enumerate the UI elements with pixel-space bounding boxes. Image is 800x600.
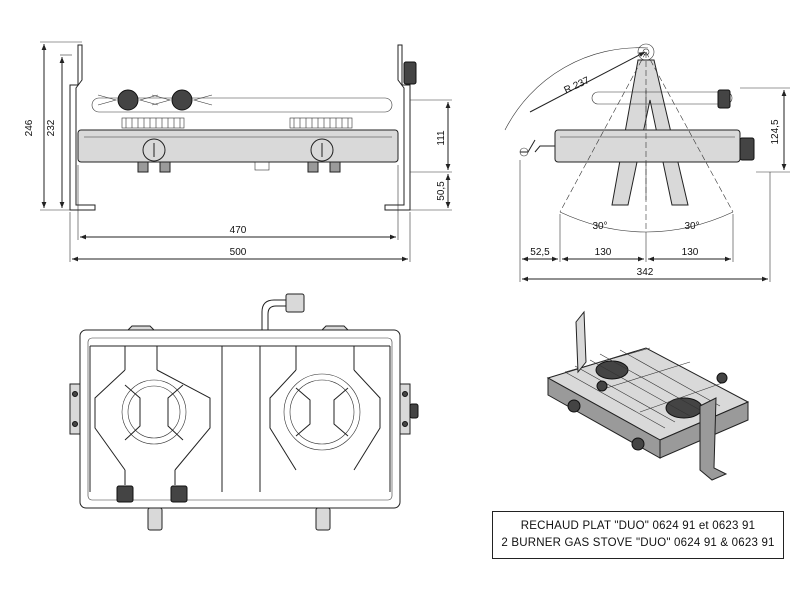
- burner-left: [94, 369, 211, 471]
- pan-rail: [91, 97, 393, 113]
- burner-right: [269, 369, 381, 471]
- side-knob: [739, 137, 755, 161]
- dim-124-5: 124,5: [770, 119, 781, 144]
- front-view: 246 232 111 50,5 470 500: [24, 41, 452, 262]
- dim-50-5: 50,5: [436, 181, 447, 201]
- dim-130-left: 130: [595, 247, 612, 258]
- dim-angle-left: 30°: [592, 221, 607, 232]
- bracket-knob: [403, 61, 417, 85]
- dim-246: 246: [24, 119, 35, 136]
- dim-r237: R 237: [563, 75, 592, 96]
- dim-111: 111: [436, 130, 447, 146]
- dim-500: 500: [230, 247, 247, 258]
- dim-470: 470: [230, 225, 247, 236]
- dim-52-5: 52,5: [530, 247, 550, 258]
- stove-body-front: [77, 129, 399, 163]
- top-knob-right: [170, 485, 188, 503]
- top-valves: [97, 89, 213, 111]
- dim-130-right: 130: [682, 247, 699, 258]
- dim-342: 342: [637, 267, 654, 278]
- dim-angle-right: 30°: [684, 221, 699, 232]
- left-bracket: [69, 44, 96, 211]
- burners-front: [121, 117, 353, 129]
- gas-connector: [261, 299, 286, 330]
- right-bracket: [384, 44, 411, 211]
- title-line-french: RECHAUD PLAT "DUO" 0624 91 et 0623 91: [520, 520, 756, 532]
- top-view: [69, 293, 419, 531]
- dim-232: 232: [46, 119, 57, 136]
- title-line-english: 2 BURNER GAS STOVE "DUO" 0624 91 & 0623 …: [501, 537, 775, 549]
- iso-bracket-back: [575, 310, 587, 374]
- iso-bracket-front: [699, 397, 728, 481]
- stove-body-top: [79, 329, 401, 509]
- top-knob-left: [116, 485, 134, 503]
- side-view: R 237 30° 30° 124,5: [504, 43, 790, 282]
- stove-body-side: [554, 129, 741, 163]
- iso-burner-left: [595, 360, 629, 380]
- isometric-view: [546, 310, 750, 481]
- side-rail: [591, 91, 733, 105]
- title-block: RECHAUD PLAT "DUO" 0624 91 et 0623 91 2 …: [492, 511, 784, 559]
